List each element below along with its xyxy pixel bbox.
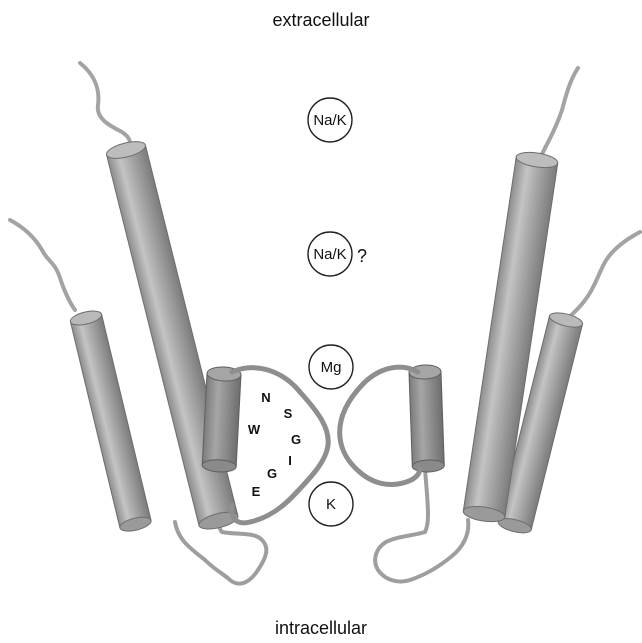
left-n-terminal-tail [80,63,130,143]
left-subunit [10,63,328,584]
ion-label: Mg [321,359,342,376]
residue-label: N [261,390,270,405]
ion-label: Na/K [313,246,346,263]
ion-k: K [309,482,353,526]
left-outer-tail [10,220,75,310]
ion-label: K [326,496,336,513]
residue-label: S [284,406,293,421]
right-subunit [340,68,640,582]
right-selectivity-loop [340,367,420,484]
residue-label: W [248,422,261,437]
left-pore-helix [202,366,241,473]
residue-label: I [288,453,292,468]
residue-label: G [291,432,301,447]
ion-mg: Mg [309,345,353,389]
right-n-terminal-tail [536,68,578,165]
ion-na-k-upper: Na/K [308,98,352,142]
right-pore-helix [409,364,445,472]
left-outer-helix [69,308,152,533]
right-outer-tail [568,232,640,318]
residue-label: E [252,484,261,499]
right-bottom-loop [375,520,468,582]
right-helix-connector [425,468,428,532]
ion-label: Na/K [313,112,346,129]
selectivity-motif: N S W G I G E [248,390,301,499]
uncertain-mark: ? [357,246,367,266]
residue-label: G [267,466,277,481]
ion-na-k-lower: Na/K ? [308,232,367,276]
